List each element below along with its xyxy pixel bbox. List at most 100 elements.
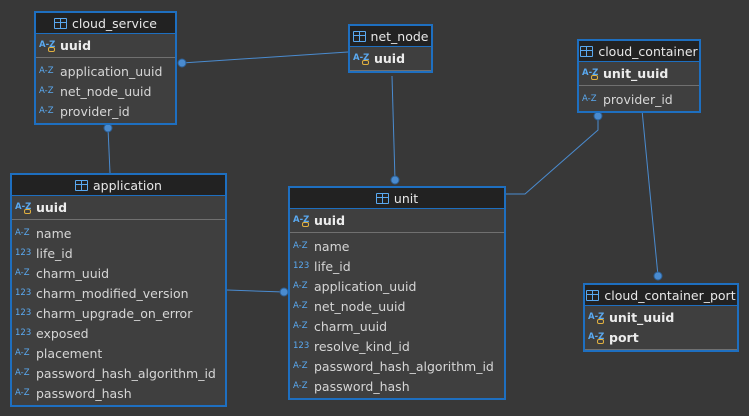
column-name: uuid bbox=[314, 212, 346, 228]
string-type-icon: A-Z bbox=[588, 332, 607, 344]
relationship-endpoint-dot bbox=[103, 123, 113, 133]
link-unit-application[interactable] bbox=[226, 289, 285, 293]
string-type-icon: A-Z bbox=[39, 40, 58, 52]
string-type-icon: A-Z bbox=[293, 381, 308, 391]
string-type-icon: A-Z bbox=[293, 215, 312, 227]
string-type-icon: A-Z bbox=[15, 202, 34, 214]
link-cloud-container-port-cloud-container[interactable] bbox=[641, 109, 659, 277]
column-name: exposed bbox=[36, 325, 89, 341]
column-name: placement bbox=[36, 345, 103, 361]
net-node-header[interactable]: net_node bbox=[350, 26, 431, 47]
column-row[interactable]: A-Z password_hash_algorithm_id bbox=[290, 356, 504, 376]
relationship-endpoint-dot bbox=[177, 58, 187, 68]
column-row[interactable]: 123 life_id bbox=[290, 256, 504, 276]
cloud-container-header[interactable]: cloud_container bbox=[579, 41, 699, 62]
unit-header[interactable]: unit bbox=[290, 188, 504, 209]
column-row[interactable]: 123 resolve_kind_id bbox=[290, 336, 504, 356]
column-name: password_hash_algorithm_id bbox=[314, 358, 494, 374]
string-type-icon: A-Z bbox=[39, 106, 54, 116]
relationship-endpoint-dot bbox=[653, 271, 663, 281]
unit-title: unit bbox=[393, 190, 419, 206]
column-name: uuid bbox=[60, 37, 92, 53]
column-row[interactable]: A-Z password_hash bbox=[290, 376, 504, 396]
string-type-icon: A-Z bbox=[39, 66, 54, 76]
link-cloud-service-application[interactable] bbox=[107, 127, 111, 174]
column-name: resolve_kind_id bbox=[314, 338, 410, 354]
link-cloud-container-unit[interactable] bbox=[506, 116, 599, 195]
cloud-service-header[interactable]: cloud_service bbox=[36, 13, 175, 34]
application-header[interactable]: application bbox=[12, 175, 225, 196]
string-type-icon: A-Z bbox=[15, 368, 30, 378]
table-icon bbox=[352, 30, 366, 42]
number-type-icon: 123 bbox=[293, 261, 310, 271]
column-name: application_uuid bbox=[60, 63, 163, 79]
column-name: unit_uuid bbox=[603, 65, 669, 81]
cloud-service-title: cloud_service bbox=[72, 15, 157, 31]
column-name: charm_uuid bbox=[36, 265, 110, 281]
column-name: charm_upgrade_on_error bbox=[36, 305, 193, 321]
cloud-container-port-header[interactable]: cloud_container_port bbox=[585, 285, 737, 306]
column-row[interactable]: A-Z placement bbox=[12, 343, 225, 363]
column-name: name bbox=[36, 225, 72, 241]
column-name: password_hash bbox=[314, 378, 410, 394]
string-type-icon: A-Z bbox=[588, 312, 607, 324]
column-name: life_id bbox=[314, 258, 351, 274]
cloud-container-title: cloud_container bbox=[598, 43, 698, 59]
number-type-icon: 123 bbox=[293, 341, 310, 351]
link-unit-net-node[interactable] bbox=[391, 75, 396, 181]
string-type-icon: A-Z bbox=[293, 321, 308, 331]
table-icon bbox=[75, 179, 89, 191]
column-row[interactable]: A-Z password_hash_algorithm_id bbox=[12, 363, 225, 383]
column-name: unit_uuid bbox=[609, 309, 675, 325]
column-row[interactable]: A-Z application_uuid bbox=[36, 61, 175, 81]
string-type-icon: A-Z bbox=[353, 53, 372, 65]
string-type-icon: A-Z bbox=[293, 361, 308, 371]
column-name: port bbox=[609, 329, 639, 345]
link-cloud-service-net-node[interactable] bbox=[181, 51, 349, 64]
string-type-icon: A-Z bbox=[39, 86, 54, 96]
relationship-endpoint-dot bbox=[593, 111, 603, 121]
string-type-icon: A-Z bbox=[15, 348, 30, 358]
table-icon bbox=[375, 192, 389, 204]
column-name: password_hash_algorithm_id bbox=[36, 365, 216, 381]
string-type-icon: A-Z bbox=[582, 68, 601, 80]
